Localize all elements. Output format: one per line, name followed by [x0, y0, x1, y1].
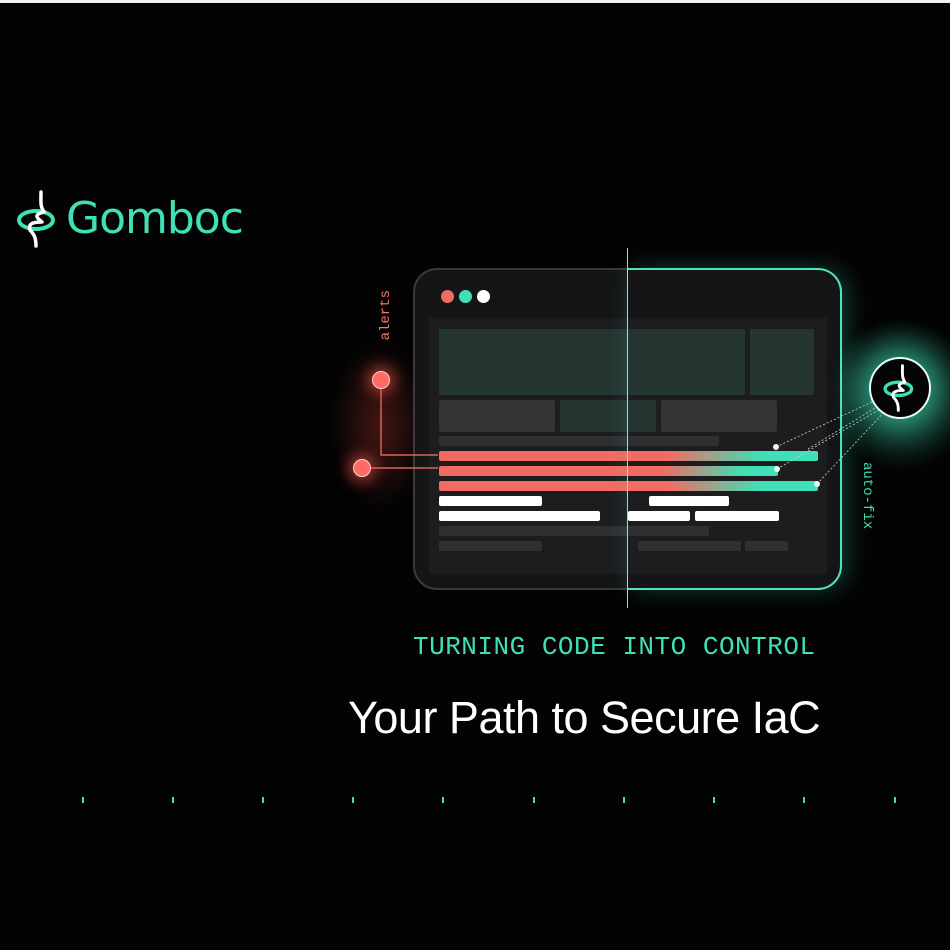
white-dot-icon — [477, 290, 490, 303]
gomboc-logo-icon — [17, 190, 55, 248]
green-dot-icon — [459, 290, 472, 303]
tick-mark — [894, 797, 896, 803]
alerts-label: alerts — [378, 290, 394, 341]
alert-line-3 — [439, 481, 818, 491]
alert-node — [372, 371, 390, 389]
tick-mark — [713, 797, 715, 803]
tick-mark — [533, 797, 535, 803]
window-content — [429, 318, 827, 574]
code-line-white — [439, 496, 542, 506]
tick-mark — [442, 797, 444, 803]
code-line-white — [628, 511, 690, 521]
card-block-3 — [661, 400, 777, 432]
hero-block — [439, 329, 745, 395]
before-after-divider — [627, 248, 628, 608]
alert-line-2 — [439, 466, 778, 476]
headline: Your Path to Secure IaC — [348, 692, 821, 743]
code-line-white — [649, 496, 729, 506]
top-border — [0, 0, 950, 3]
tick-mark — [82, 797, 84, 803]
auto-fix-node — [869, 357, 931, 419]
tick-mark — [262, 797, 264, 803]
tagline: TURNING CODE INTO CONTROL — [413, 632, 816, 662]
window-controls — [441, 290, 490, 303]
side-block — [750, 329, 814, 395]
brand-logo: Gomboc — [16, 190, 244, 248]
code-line — [638, 541, 741, 551]
red-dot-icon — [441, 290, 454, 303]
tick-mark — [352, 797, 354, 803]
code-line — [439, 541, 542, 551]
tick-mark — [803, 797, 805, 803]
brand-name: Gomboc — [66, 193, 244, 244]
auto-fix-label: auto-fix — [859, 462, 875, 530]
code-line-white — [695, 511, 779, 521]
code-line-white — [439, 511, 600, 521]
card-block-2 — [560, 400, 656, 432]
card-block-1 — [439, 400, 555, 432]
code-line — [745, 541, 788, 551]
alert-line-1 — [439, 451, 818, 461]
code-line — [439, 436, 719, 446]
tick-mark — [623, 797, 625, 803]
tick-mark — [172, 797, 174, 803]
alert-node — [353, 459, 371, 477]
code-line — [439, 526, 709, 536]
gomboc-logo-icon — [883, 364, 914, 412]
